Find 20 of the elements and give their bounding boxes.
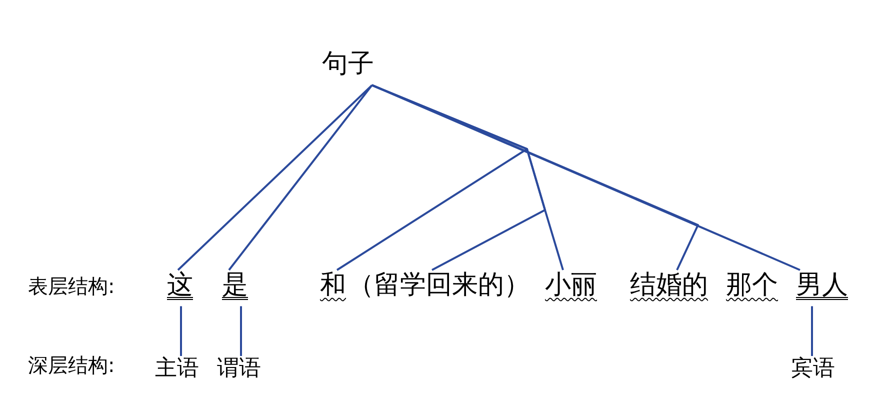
role-label: 主语 xyxy=(155,356,199,388)
word-label: 是 xyxy=(222,270,248,306)
row-label: 深层结构: xyxy=(28,353,115,379)
tree-branch-line xyxy=(228,84,373,271)
connector-line xyxy=(180,306,182,356)
tree-branch-line xyxy=(372,84,800,271)
word-label: 这 xyxy=(167,270,193,306)
word-label: 那个 xyxy=(726,270,778,302)
tree-branch-line xyxy=(177,84,373,271)
tree-root-label: 句子 xyxy=(322,49,374,86)
row-label: 表层结构: xyxy=(28,274,115,300)
role-label: 宾语 xyxy=(791,356,835,388)
word-label: （留学回来的） xyxy=(348,270,530,306)
word-label: 结婚的 xyxy=(630,270,708,306)
connector-line xyxy=(240,306,242,356)
word-label: 男人 xyxy=(796,270,848,306)
connector-line xyxy=(811,306,813,356)
role-label: 谓语 xyxy=(217,356,261,388)
word-label: 小丽 xyxy=(545,270,597,306)
word-label: 和 xyxy=(320,270,346,306)
